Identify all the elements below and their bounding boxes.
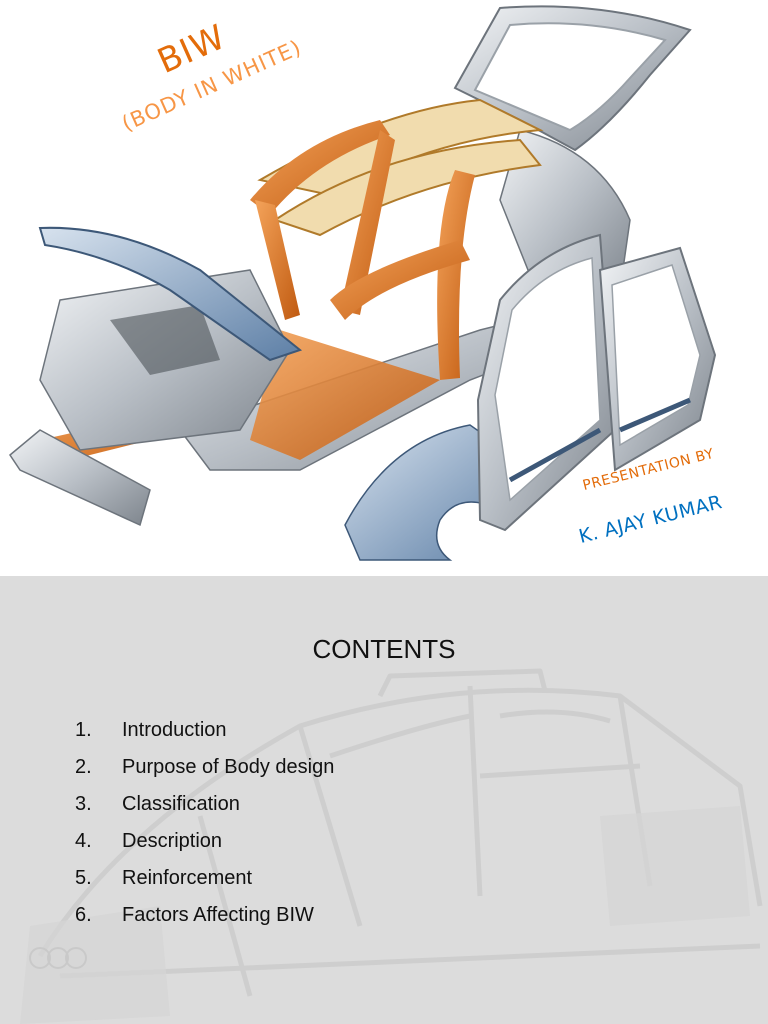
list-item-label: Description (122, 830, 223, 852)
background-car-illustration (20, 668, 763, 1024)
list-item-number: 2. (75, 756, 92, 778)
list-item-label: Introduction (122, 719, 227, 741)
list-item: 1. Introduction (75, 716, 334, 753)
list-item: 4. Description (75, 827, 334, 864)
contents-slide: CONTENTS 1. Introduction 2. Purpose of B… (0, 576, 768, 1024)
list-item: 2. Purpose of Body design (75, 753, 334, 790)
contents-list: 1. Introduction 2. Purpose of Body desig… (75, 716, 334, 938)
contents-heading: CONTENTS (312, 634, 456, 664)
list-item: 3. Classification (75, 790, 334, 827)
list-item-label: Reinforcement (122, 867, 253, 889)
list-item-number: 3. (75, 793, 92, 815)
title-slide: BIW (BODY IN WHITE) PRESENTATION BY K. A… (9, 5, 725, 561)
list-item-label: Classification (122, 793, 240, 815)
list-item-number: 6. (75, 904, 92, 926)
list-item-number: 4. (75, 830, 92, 852)
list-item: 5. Reinforcement (75, 864, 334, 901)
list-item-number: 1. (75, 719, 92, 741)
list-item-number: 5. (75, 867, 92, 889)
car-body-illustration (9, 5, 717, 561)
list-item-label: Factors Affecting BIW (122, 904, 314, 926)
list-item-label: Purpose of Body design (122, 756, 335, 778)
list-item: 6. Factors Affecting BIW (75, 901, 334, 938)
